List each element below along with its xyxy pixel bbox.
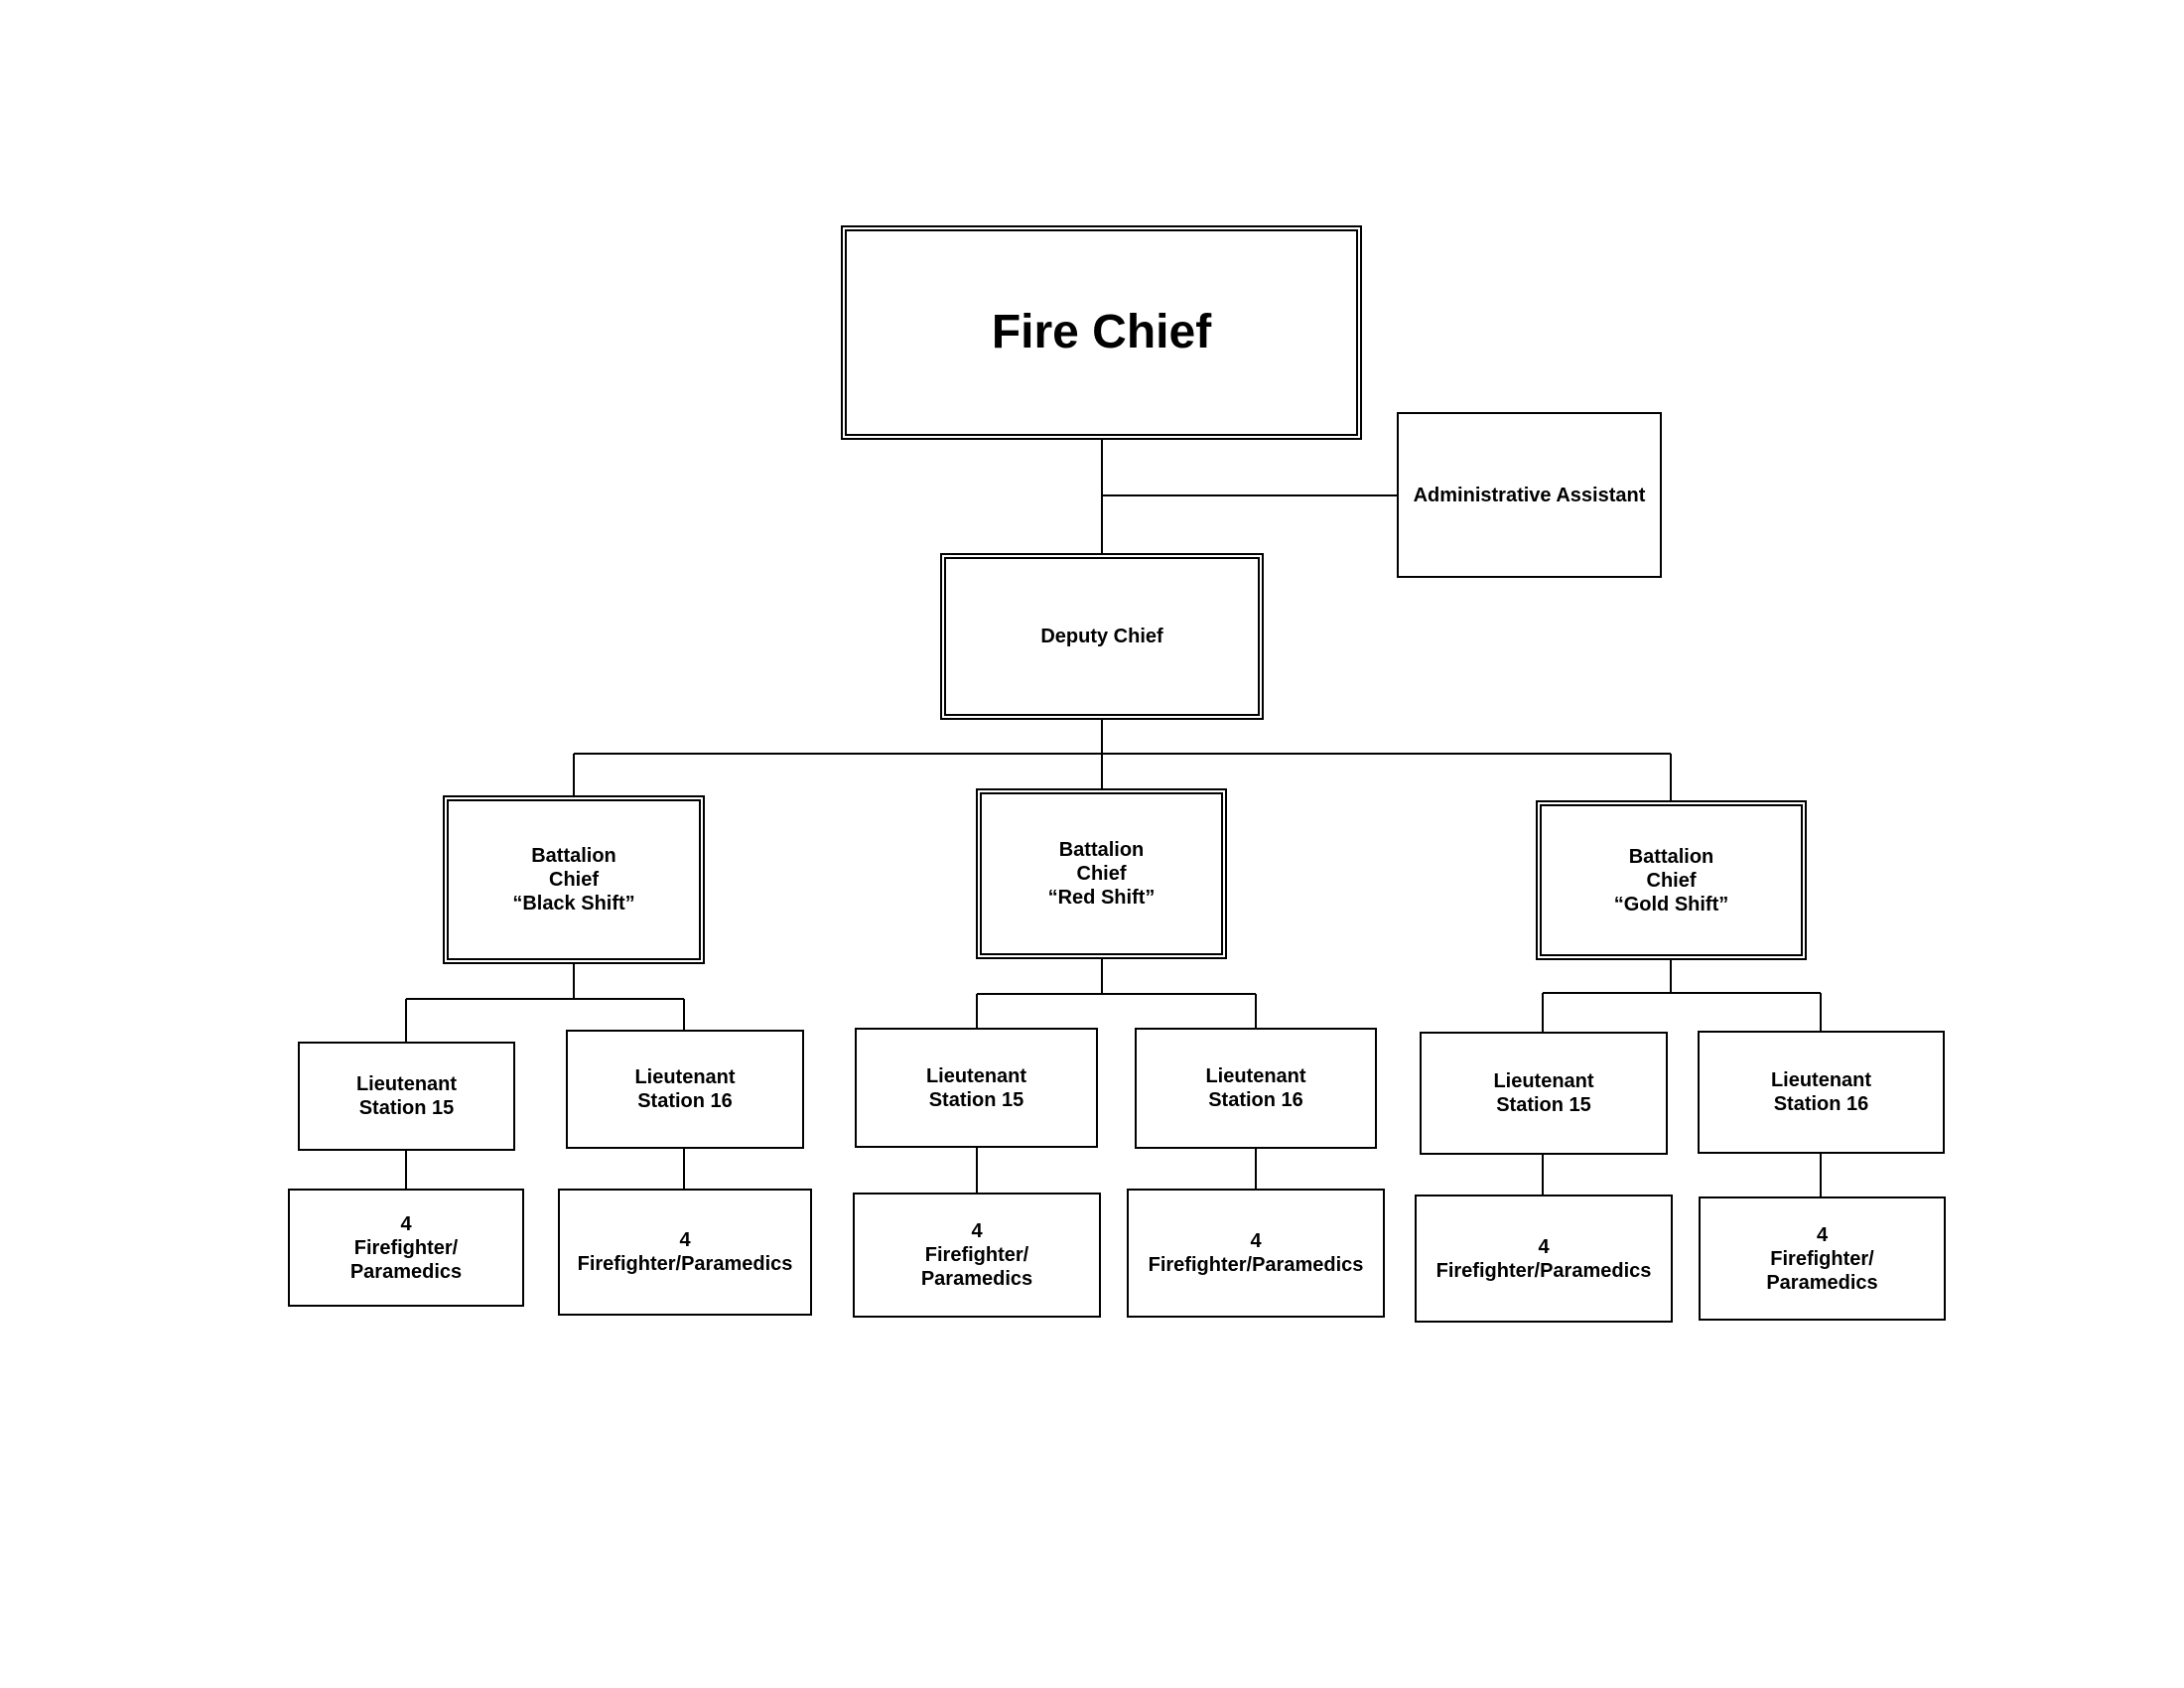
crew-count: 4 xyxy=(1816,1223,1829,1246)
admin-assistant-box: Administrative Assistant xyxy=(1397,412,1662,578)
crew-box: 4 Firefighter/Paramedics xyxy=(1127,1189,1385,1318)
crew-box: 4 Firefighter/ Paramedics xyxy=(853,1193,1101,1318)
lieutenant-box: Lieutenant Station 16 xyxy=(1698,1031,1945,1154)
fire-chief-title: Fire Chief xyxy=(991,306,1212,358)
crew-role: Paramedics xyxy=(1766,1271,1878,1294)
crew-count: 4 xyxy=(1250,1230,1262,1252)
battalion-shift: “Black Shift” xyxy=(512,893,635,914)
battalion-line: Chief xyxy=(549,869,599,891)
lieutenant-box: Lieutenant Station 16 xyxy=(566,1030,804,1149)
crew-box: 4 Firefighter/Paramedics xyxy=(1415,1195,1673,1323)
battalion-chief-red-box: Battalion Chief “Red Shift” xyxy=(976,788,1227,959)
lieutenant-box: Lieutenant Station 16 xyxy=(1135,1028,1377,1149)
fire-chief-box: Fire Chief xyxy=(841,225,1362,440)
battalion-chief-gold-box: Battalion Chief “Gold Shift” xyxy=(1536,800,1807,960)
crew-role: Firefighter/Paramedics xyxy=(1148,1254,1364,1276)
lieutenant-station: Station 15 xyxy=(358,1097,455,1119)
deputy-chief-box: Deputy Chief xyxy=(940,553,1264,720)
crew-count: 4 xyxy=(971,1220,983,1242)
lieutenant-box: Lieutenant Station 15 xyxy=(855,1028,1098,1148)
lieutenant-station: Station 16 xyxy=(637,1090,733,1112)
battalion-shift: “Red Shift” xyxy=(1047,887,1156,909)
lieutenant-station: Station 15 xyxy=(928,1088,1024,1111)
deputy-chief-title: Deputy Chief xyxy=(1040,626,1163,647)
battalion-line: Chief xyxy=(1646,869,1697,892)
crew-role: Paramedics xyxy=(920,1268,1033,1290)
crew-count: 4 xyxy=(1538,1235,1550,1258)
crew-role: Paramedics xyxy=(349,1260,463,1283)
crew-box: 4 Firefighter/Paramedics xyxy=(558,1189,812,1316)
battalion-line: Battalion xyxy=(531,845,616,867)
battalion-shift: “Gold Shift” xyxy=(1613,893,1729,915)
lieutenant-rank: Lieutenant xyxy=(634,1066,736,1088)
lieutenant-rank: Lieutenant xyxy=(1770,1069,1872,1091)
lieutenant-rank: Lieutenant xyxy=(925,1064,1027,1087)
lieutenant-rank: Lieutenant xyxy=(355,1073,458,1095)
lieutenant-box: Lieutenant Station 15 xyxy=(1420,1032,1668,1155)
crew-box: 4 Firefighter/ Paramedics xyxy=(288,1189,524,1307)
admin-assistant-title: Administrative Assistant xyxy=(1413,484,1646,506)
crew-role: Firefighter/ xyxy=(353,1236,459,1259)
crew-role: Firefighter/ xyxy=(924,1244,1029,1266)
crew-count: 4 xyxy=(679,1229,691,1251)
crew-role: Firefighter/Paramedics xyxy=(1435,1259,1652,1282)
battalion-line: Chief xyxy=(1076,863,1127,885)
lieutenant-box: Lieutenant Station 15 xyxy=(298,1042,515,1151)
battalion-chief-black-box: Battalion Chief “Black Shift” xyxy=(443,795,705,964)
lieutenant-station: Station 16 xyxy=(1208,1089,1303,1111)
crew-role: Firefighter/Paramedics xyxy=(577,1253,793,1275)
lieutenant-station: Station 16 xyxy=(1773,1093,1869,1115)
lieutenant-rank: Lieutenant xyxy=(1493,1070,1594,1092)
lieutenant-rank: Lieutenant xyxy=(1205,1065,1306,1087)
lieutenant-station: Station 15 xyxy=(1496,1094,1591,1116)
crew-count: 4 xyxy=(400,1212,412,1235)
crew-box: 4 Firefighter/ Paramedics xyxy=(1699,1196,1946,1321)
battalion-line: Battalion xyxy=(1628,845,1714,868)
battalion-line: Battalion xyxy=(1058,839,1145,861)
crew-role: Firefighter/ xyxy=(1770,1247,1874,1270)
